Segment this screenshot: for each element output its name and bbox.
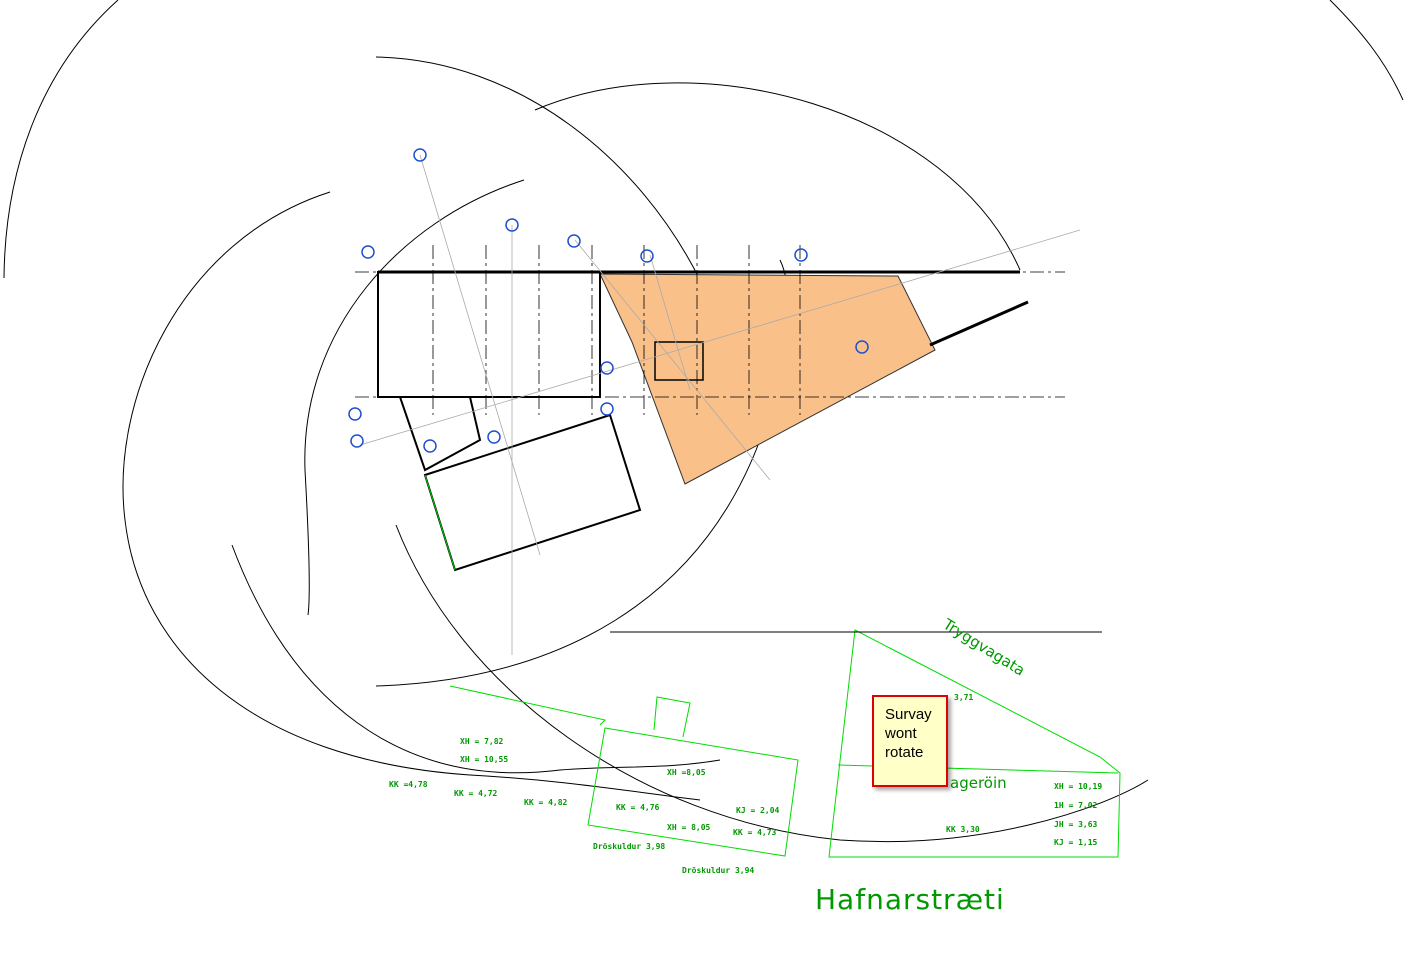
survey-label: Dröskuldur 3,98 [593,842,665,851]
survey-labels: XH = 7,82 XH = 10,55 KK =4,78 KK = 4,72 … [389,693,1102,875]
note-line: wont [885,725,917,742]
note-line: Survay [885,706,932,723]
survey-label: KK 3,30 [946,825,980,834]
survey-label: KJ = 2,04 [736,806,780,815]
survey-label: 3,71 [954,693,973,702]
survey-label: XH = 10,19 [1054,782,1102,791]
survey-label: XH =8,05 [667,768,706,777]
survey-label: 1H = 7,02 [1054,801,1098,810]
street-name-partial: ageröin [950,774,1007,792]
survey-label: KJ = 1,15 [1054,838,1098,847]
survey-label: KK = 4,76 [616,803,660,812]
floor-plan [355,154,1081,655]
survey-label: XH = 7,82 [460,737,504,746]
grid-markers [348,148,869,453]
street-name-bottom: Hafnarstræti [815,883,1005,916]
sticky-note[interactable]: Survay wont rotate [872,695,948,787]
survey-label: KK =4,78 [389,780,428,789]
survey-label: KK = 4,82 [524,798,568,807]
highlighted-area [599,273,936,485]
note-line: rotate [885,744,924,761]
street-name-top: Tryggvagata [939,615,1028,680]
survey-label: Dröskuldur 3,94 [682,866,754,875]
survey-label: KK = 4,72 [454,789,498,798]
survey-label: JH = 3,63 [1054,820,1098,829]
survey-label: XH = 8,05 [667,823,711,832]
survey-label: KK = 4,73 [733,828,777,837]
survey-label: XH = 10,55 [460,755,508,764]
